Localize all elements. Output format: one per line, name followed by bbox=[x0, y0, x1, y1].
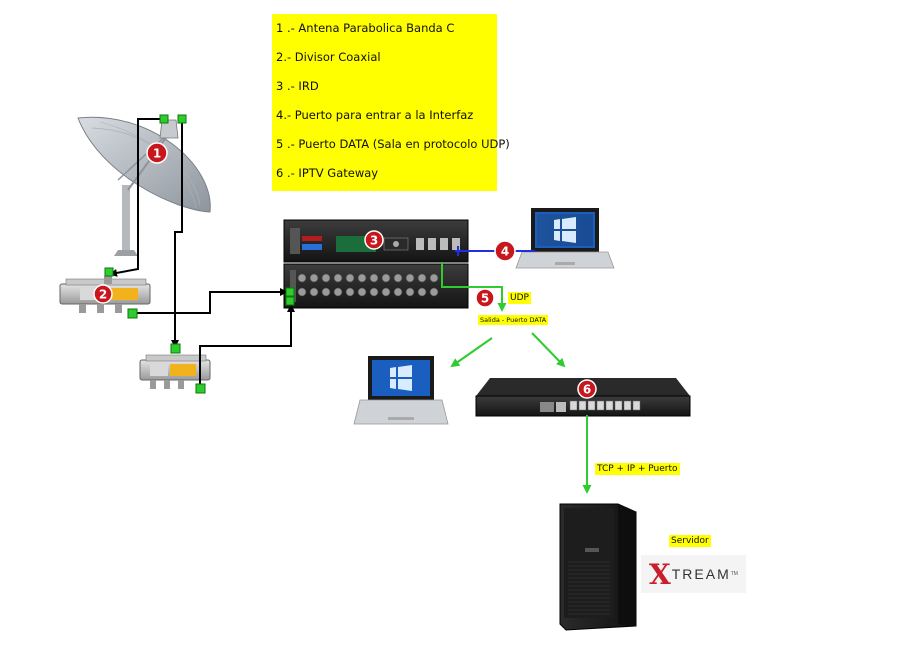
bnc-connector bbox=[369, 273, 379, 283]
bnc-connector bbox=[333, 273, 343, 283]
connector-marker bbox=[104, 267, 114, 277]
bnc-connector-row bbox=[297, 273, 439, 297]
legend-item-interface-port: 4.- Puerto para entrar a la Interfaz bbox=[276, 108, 474, 122]
bnc-connector bbox=[381, 287, 391, 297]
cable-dish-to-splitter2 bbox=[171, 119, 183, 348]
bnc-connector bbox=[321, 287, 331, 297]
bnc-connector bbox=[417, 273, 427, 283]
xtream-logo-text: TREAM bbox=[671, 566, 731, 582]
bnc-connector bbox=[297, 287, 307, 297]
cable-splitter2-to-ird bbox=[199, 304, 295, 389]
bnc-connector bbox=[429, 273, 439, 283]
connector-marker bbox=[177, 114, 187, 124]
bnc-connector bbox=[405, 287, 415, 297]
badge-interface-port: 4 bbox=[494, 240, 516, 262]
bnc-connector bbox=[417, 287, 427, 297]
coaxial-splitter-2way bbox=[59, 276, 151, 313]
connector-marker bbox=[127, 308, 138, 319]
connector-marker bbox=[285, 296, 295, 306]
connector-marker bbox=[195, 383, 206, 394]
bnc-connector bbox=[345, 287, 355, 297]
laptop-data bbox=[353, 356, 449, 425]
bnc-connector bbox=[321, 273, 331, 283]
protocol-label: TCP + IP + Puerto bbox=[595, 463, 680, 475]
svg-text:4: 4 bbox=[501, 245, 509, 259]
bnc-connector bbox=[309, 273, 319, 283]
bnc-connector bbox=[333, 287, 343, 297]
ethernet-port bbox=[596, 400, 605, 411]
coaxial-splitter-4way bbox=[139, 354, 211, 389]
legend-item-data-port: 5 .- Puerto DATA (Sala en protocolo UDP) bbox=[276, 137, 510, 151]
connector-marker bbox=[159, 114, 169, 124]
satellite-dish bbox=[77, 116, 211, 256]
bnc-connector bbox=[345, 273, 355, 283]
badge-antenna: 1 bbox=[146, 142, 168, 164]
bnc-connector bbox=[405, 273, 415, 283]
legend-item-ird: 3 .- IRD bbox=[276, 79, 319, 93]
cable-dish-to-splitter bbox=[109, 118, 166, 277]
bnc-connector bbox=[369, 287, 379, 297]
bnc-connector bbox=[393, 273, 403, 283]
coaxial-cables bbox=[109, 118, 295, 389]
ethernet-port bbox=[632, 400, 641, 411]
ethernet-port bbox=[623, 400, 632, 411]
laptop-interface bbox=[515, 208, 615, 269]
bnc-connector bbox=[357, 273, 367, 283]
bnc-connector bbox=[429, 287, 439, 297]
link-to-laptop bbox=[450, 337, 493, 368]
badge-splitter: 2 bbox=[93, 284, 113, 304]
bnc-connector bbox=[309, 287, 319, 297]
legend-box: 1 .- Antena Parabolica Banda C 2.- Divis… bbox=[272, 14, 510, 191]
bnc-connector bbox=[393, 287, 403, 297]
badge-data-port: 5 bbox=[475, 288, 495, 308]
ethernet-port bbox=[578, 400, 587, 411]
svg-text:6: 6 bbox=[583, 383, 591, 397]
svg-text:5: 5 bbox=[481, 292, 489, 306]
server-vent-grille bbox=[568, 561, 610, 615]
badge-ird: 3 bbox=[364, 230, 384, 250]
ethernet-port bbox=[569, 400, 578, 411]
data-output-label: Salida - Puerto DATA bbox=[478, 315, 549, 325]
data-connections bbox=[441, 262, 592, 494]
svg-text:3: 3 bbox=[370, 234, 378, 248]
xtream-logo-tm: TM bbox=[730, 571, 738, 577]
legend-item-gateway: 6 .- IPTV Gateway bbox=[276, 166, 379, 180]
bnc-connector bbox=[381, 273, 391, 283]
link-to-gateway bbox=[531, 332, 566, 368]
server-tower bbox=[559, 503, 637, 631]
badge-gateway: 6 bbox=[577, 379, 597, 399]
connector-marker bbox=[170, 343, 181, 354]
udp-label: UDP bbox=[508, 292, 531, 304]
ethernet-port bbox=[605, 400, 614, 411]
svg-text:2: 2 bbox=[99, 288, 107, 302]
legend-item-splitter: 2.- Divisor Coaxial bbox=[276, 50, 381, 64]
cable-splitter-to-ird bbox=[131, 288, 288, 314]
bnc-connector bbox=[357, 287, 367, 297]
ethernet-port bbox=[614, 400, 623, 411]
ethernet-port bbox=[587, 400, 596, 411]
svg-text:1: 1 bbox=[153, 147, 161, 161]
legend-item-antenna: 1 .- Antena Parabolica Banda C bbox=[276, 21, 455, 35]
server-label: Servidor bbox=[669, 535, 711, 547]
link-ird-data-port bbox=[441, 262, 507, 312]
ird-input-module bbox=[283, 263, 469, 309]
xtream-logo: X TREAM TM bbox=[641, 555, 746, 593]
connector-marker bbox=[285, 287, 295, 297]
xtream-logo-x: X bbox=[649, 557, 671, 591]
bnc-connector bbox=[297, 273, 307, 283]
connector-markers bbox=[104, 114, 295, 394]
ethernet-port-row bbox=[569, 400, 641, 411]
